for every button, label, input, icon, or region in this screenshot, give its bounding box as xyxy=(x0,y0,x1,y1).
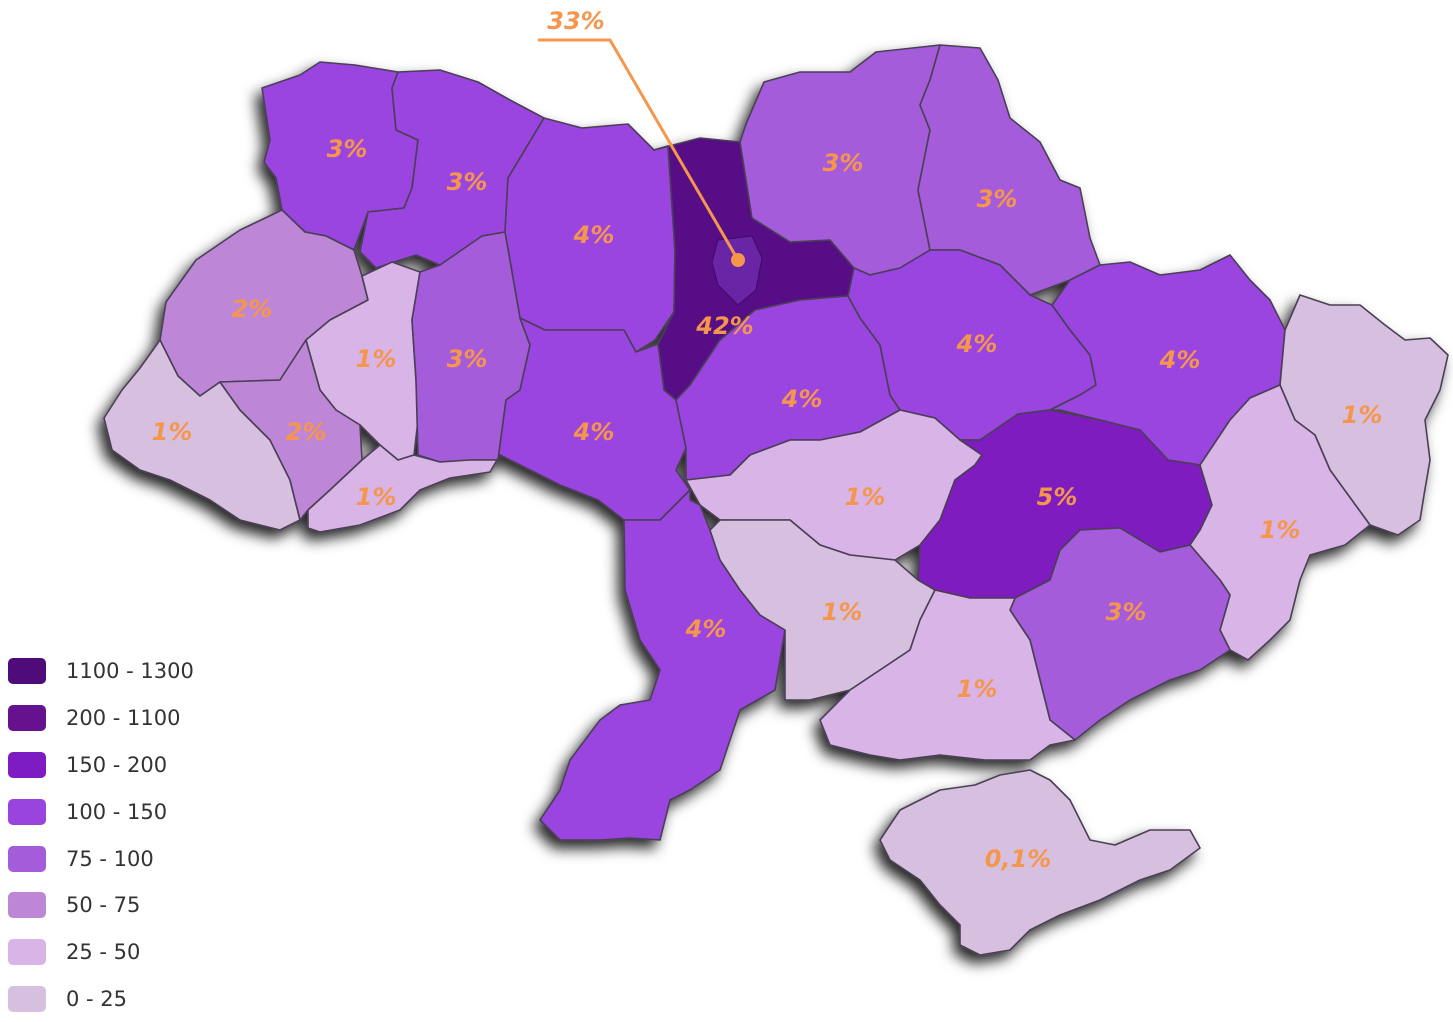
legend-label: 200 - 1100 xyxy=(66,706,181,731)
legend-swatch xyxy=(8,705,46,732)
region-label-poltava: 4% xyxy=(956,330,998,358)
map-regions xyxy=(103,44,1449,956)
legend-label: 1100 - 1300 xyxy=(66,659,194,684)
region-label-luhansk: 1% xyxy=(1342,401,1383,429)
region-label-dnipropetrovsk: 5% xyxy=(1037,483,1078,511)
legend-swatch xyxy=(8,798,46,825)
region-label-ivano-frankivsk: 2% xyxy=(286,418,327,446)
region-zakarpattia xyxy=(103,339,301,531)
region-label-rivne: 3% xyxy=(447,168,488,196)
region-label-zakarpattia: 1% xyxy=(152,418,193,446)
kyiv-city-marker xyxy=(731,253,745,267)
region-label-kirovohrad: 1% xyxy=(845,483,886,511)
region-label-ternopil: 1% xyxy=(356,345,397,373)
region-label-mykolaiv: 1% xyxy=(822,598,863,626)
legend-swatch xyxy=(8,892,46,919)
kyiv-city-callout: 33% xyxy=(538,7,745,267)
region-label-kyiv-oblast: 42% xyxy=(695,312,753,340)
region-label-vinnytsia: 4% xyxy=(573,418,615,446)
region-label-crimea: 0,1% xyxy=(985,845,1052,873)
legend-swatch xyxy=(8,658,46,685)
legend-item: 50 - 75 xyxy=(8,882,194,929)
region-rivne xyxy=(359,69,545,269)
region-label-donetsk: 1% xyxy=(1260,516,1301,544)
kyiv-city xyxy=(711,235,763,306)
legend-label: 50 - 75 xyxy=(66,893,141,918)
legend-label: 100 - 150 xyxy=(66,799,168,824)
legend-item: 200 - 1100 xyxy=(8,695,194,742)
legend-label: 75 - 100 xyxy=(66,846,154,871)
region-label-sumy: 3% xyxy=(977,185,1018,213)
legend-item: 75 - 100 xyxy=(8,835,194,882)
legend-swatch xyxy=(8,939,46,966)
legend-item: 100 - 150 xyxy=(8,788,194,835)
region-label-lviv: 2% xyxy=(232,295,273,323)
region-label-kharkiv: 4% xyxy=(1159,346,1201,374)
region-kherson xyxy=(819,589,1076,761)
legend: 1100 - 1300 200 - 1100 150 - 200 100 - 150 7… xyxy=(8,648,194,1022)
region-label-kherson: 1% xyxy=(957,675,998,703)
region-label-chernihiv: 3% xyxy=(823,149,864,177)
region-label-chernivtsi: 1% xyxy=(356,483,397,511)
legend-label: 150 - 200 xyxy=(66,752,168,777)
region-label-cherkasy: 4% xyxy=(781,385,823,413)
region-crimea xyxy=(879,769,1201,956)
legend-swatch xyxy=(8,845,46,872)
region-label-volyn: 3% xyxy=(327,135,368,163)
region-label-khmelnytskyi: 3% xyxy=(447,345,488,373)
legend-item: 25 - 50 xyxy=(8,929,194,976)
region-label-zaporizhzhia: 3% xyxy=(1106,598,1147,626)
region-label-zhytomyr: 4% xyxy=(573,221,615,249)
region-chernivtsi xyxy=(307,444,501,533)
legend-item: 0 - 25 xyxy=(8,976,194,1022)
region-label-odesa: 4% xyxy=(685,615,727,643)
callout-leader-line xyxy=(538,38,740,261)
legend-label: 0 - 25 xyxy=(66,986,128,1011)
legend-swatch xyxy=(8,985,46,1012)
map-labels: 3% 3% 4% 42% 3% 3% 2% 1% 3% 4% 4% 4% 4% 1% 1% 2% 1% 1% 5% 1… xyxy=(152,135,1383,873)
legend-item: 1100 - 1300 xyxy=(8,648,194,695)
legend-item: 150 - 200 xyxy=(8,742,194,789)
callout-label: 33% xyxy=(547,7,604,35)
legend-swatch xyxy=(8,751,46,778)
legend-label: 25 - 50 xyxy=(66,940,141,965)
kyiv-city-area xyxy=(711,235,763,306)
